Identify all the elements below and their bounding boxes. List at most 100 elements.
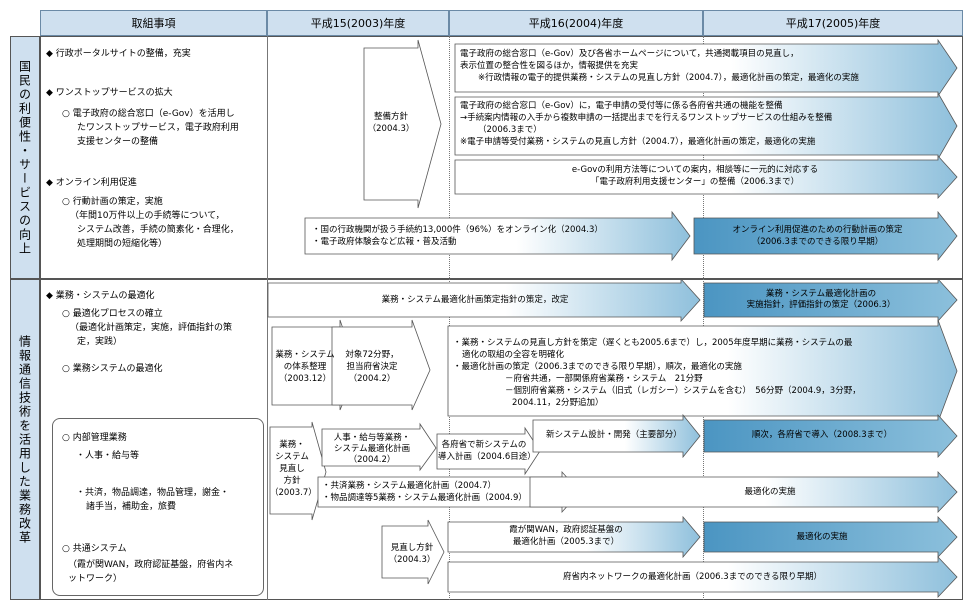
arrow-policy-2004-3 [363,39,442,209]
header-2003: 平成15(2003)年度 [267,10,449,36]
category-business-reform: 情報通信技術を活用した業務改革 [10,279,40,600]
arrow-72-fields [331,319,431,411]
arrow-new-system-plan [436,426,541,476]
review-2003-line4: 方針 [283,476,301,486]
item-action-plan-line2: （年間10万件以上の手続等について， [70,211,225,221]
new-system-dev-label: 新システム設計・開発（主要部分） [546,430,682,440]
item-online: ◆ オンライン利用促進 [46,178,137,188]
item-egov-line3: 支援センターの整備 [77,137,159,147]
new-system-plan-line2: 導入計画（2004.6目途） [438,452,536,462]
arrow-sequential-intro [703,413,958,459]
system-org-line3: （2003.12） [278,374,332,384]
egov-info-line2: 表示位置の整合性を図るほか，情報提供を充実 [460,61,638,71]
arrow-network-plan [447,555,958,599]
arrow-personnel-plan [321,422,437,472]
review-policy-line5: －個別府省業務・システム（旧式（レガシー）システムを含む） 56分野（2004.… [505,386,861,396]
personnel-plan-line1: 人事・給与等業務・ [333,433,411,443]
mutual-plan-line2: ・物品調達等5業務・システム最適化計画（2004.9） [322,493,527,503]
column-divider [449,36,450,600]
arrow-wan-impl [703,515,958,559]
section-panel-2 [40,279,963,600]
inner-group-box [52,418,264,596]
arrow-review-policy [447,319,958,423]
arrow-review-2004-3 [381,519,445,585]
review-2003-line3: 見直し [279,464,305,474]
wan-plan-line1: 霞が関WAN，政府認証基盤の [509,525,623,535]
wan-impl-label: 最適化の実施 [796,532,848,542]
sequential-intro-label: 順次，各府省で導入（2008.3まで） [751,430,893,440]
system-org-line2: の体系整理 [283,362,327,372]
item-common: ○ 共通システム [62,544,127,554]
item-egov: ○ 電子政府の総合窓口（e-Gov）を活用し [62,109,235,119]
fields-72-line1: 対象72分野， [345,350,399,360]
item-process: ○ 最適化プロセスの確立 [62,309,163,319]
arrow-guideline [267,277,701,323]
new-system-plan-line1: 各府省で新システムの [441,440,527,450]
fields-72-line2: 担当府省決定 [346,362,398,372]
opt-impl-label: 最適化の実施 [744,487,796,497]
item-process-line3: 定，実践） [77,337,123,347]
support-center-line2: 「電子政府利用支援センター」の整備（2006.3まで） [590,177,800,187]
arrow-new-system-dev [532,413,701,459]
action-plan-line2: （2006.3までのできる限り早期） [751,237,884,247]
header-2004: 平成16(2004)年度 [449,10,703,36]
item-onestop: ◆ ワンストップサービスの拡大 [46,88,173,98]
column-divider [703,36,704,600]
impl-guideline-line1: 業務・システム最適化計画の [765,289,877,299]
arrow-online-13000 [304,210,691,262]
item-common-line2: （霞が関WAN，政府認証基盤，府省内ネ [68,560,234,570]
review-policy-line2: 適化の取組の全容を明確化 [462,350,565,360]
header-2005: 平成17(2005)年度 [703,10,963,36]
egov-info-line3: ※行政情報の電子的提供業務・システムの見直し方針（2004.7），最適化計画の策… [478,73,859,83]
review-2004-line1: 見直し方針 [390,543,434,553]
item-personnel: ・人事・給与等 [76,451,140,461]
arrow-support-center [454,154,958,200]
impl-guideline-line2: 実施指針，評価指針の策定（2006.3） [746,300,896,310]
fields-72-line3: （2004.2） [348,374,396,384]
arrow-impl-guideline [703,277,958,323]
guideline-label: 業務・システム最適化計画策定指針の策定，改定 [381,295,569,305]
review-policy-line4: －府省共通，一部関係府省業務・システム 21分野 [505,374,703,384]
item-egov-line2: たワンストップサービス，電子政府利用 [77,123,239,133]
personnel-plan-line2: システム最適化計画 [333,444,411,454]
section-panel-1 [40,36,963,279]
review-2003-line1: 業務・ [279,440,305,450]
personnel-plan-line3: （2004.2） [348,455,396,465]
wan-plan-line2: 最適化計画（2005.3まで） [512,537,620,547]
support-center-line1: e-Govの利用方法等についての案内，相談等に一元的に対応する [571,165,819,175]
item-action-plan: ○ 行動計画の策定，実施 [62,197,163,207]
item-portal: ◆ 行政ポータルサイトの整備，充実 [46,49,191,59]
network-plan-label: 府省内ネットワークの最適化計画（2006.3までのできる限り早期） [562,572,823,582]
arrow-opt-impl [529,470,958,514]
onestop-line2: →手続案内情報の入手から複数申請の一括提出までを行えるワンストップサービスの仕組… [460,113,833,123]
item-common-line3: ットワーク） [68,574,123,584]
item-internal: ○ 内部管理業務 [62,433,127,443]
policy-label: 整備方針 [373,112,408,122]
category-convenience: 国民の利便性・サービスの向上 [10,36,40,279]
header-items: 取組事項 [40,10,267,36]
review-policy-line3: ・最適化計画の策定（2006.3までのできる限り早期），順次，最適化の実施 [453,362,742,372]
item-business-system: ○ 業務システムの最適化 [62,364,163,374]
onestop-line4: ※電子申請等受付業務・システムの見直し方針（2004.7），最適化計画の策定，最… [460,137,816,147]
arrow-wan-plan [447,515,701,559]
arrow-egov-onestop [454,91,958,161]
egov-info-line1: 電子政府の総合窓口（e-Gov）及び各省ホームページについて，共通掲載項目の見直… [460,49,799,59]
review-2003-line5: （2003.7） [270,488,317,498]
onestop-line3: （2006.3まで） [478,125,542,135]
item-optimization: ◆ 業務・システムの最適化 [46,291,155,301]
item-process-line2: （最適化計画策定，実施，評価指針の策 [70,323,233,333]
arrow-action-plan [693,210,958,262]
item-action-plan-line4: 処理期間の短縮化等） [77,239,168,249]
action-plan-line1: オンライン利用促進のための行動計画の策定 [732,225,903,235]
policy-date: （2004.3） [367,124,415,134]
online-13000-line1: ・国の行政機関が扱う手続約13,000件（96%）をオンライン化（2004.3） [312,225,603,235]
review-2004-line2: （2004.3） [388,555,436,565]
arrow-egov-info [454,38,958,98]
item-action-plan-line3: システム改善，手続の簡素化・合理化， [77,225,239,235]
review-2003-line2: システム [275,452,309,462]
review-policy-line6: 2004.11，2分野追加） [512,398,604,408]
mutual-plan-line1: ・共済業務・システム最適化計画（2004.7） [322,481,496,491]
column-divider [267,36,268,600]
online-13000-line2: ・電子政府体験会など広報・普及活動 [312,237,457,247]
